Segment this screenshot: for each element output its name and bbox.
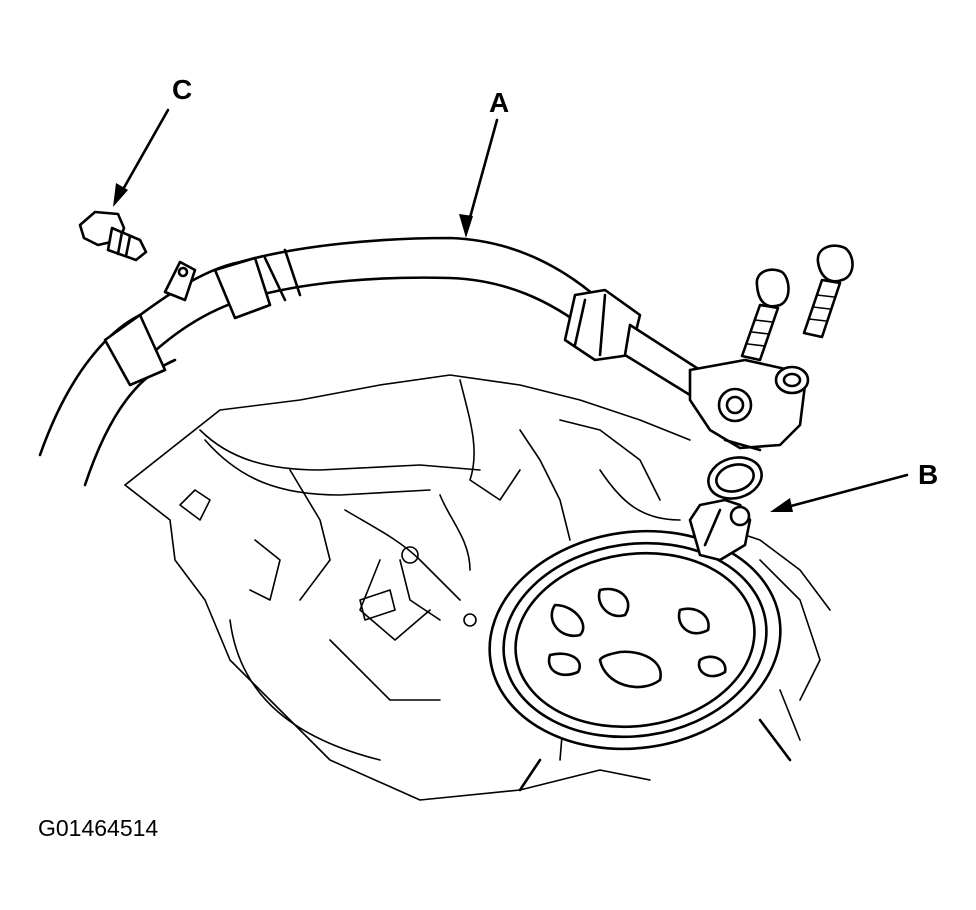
pump-outlet [688, 498, 752, 562]
figure-id: G01464514 [38, 815, 158, 841]
callout-c-label: C [172, 74, 192, 105]
bracket-bolt [78, 210, 148, 262]
flange-bolts [740, 244, 854, 362]
callout-b-label: B [918, 459, 938, 490]
callout-a-label: A [489, 87, 509, 118]
high-pressure-hose [103, 236, 810, 452]
engine-outline [38, 313, 831, 801]
o-ring [707, 456, 763, 500]
pump-pulley [488, 529, 792, 792]
callout-leaders [113, 108, 909, 512]
